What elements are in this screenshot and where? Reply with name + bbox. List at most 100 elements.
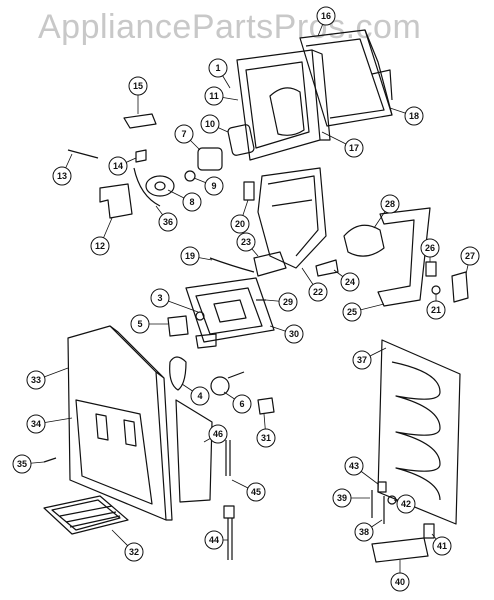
part-28-drawing	[343, 224, 385, 257]
callout-circle	[352, 350, 372, 370]
callout-circle	[278, 292, 298, 312]
callout-10: 10	[200, 114, 220, 134]
part-37-drawing	[377, 339, 461, 525]
callout-33: 33	[26, 370, 46, 390]
callout-28: 28	[380, 194, 400, 214]
callout-label: 24	[345, 277, 355, 287]
callout-circle	[208, 424, 228, 444]
callout-label: 4	[197, 391, 202, 401]
callout-circle	[128, 76, 148, 96]
callout-label: 40	[395, 577, 405, 587]
part-14-drawing	[135, 149, 147, 163]
callout-label: 9	[211, 181, 216, 191]
callout-label: 20	[235, 219, 245, 229]
callout-label: 41	[437, 541, 447, 551]
part-30-drawing	[185, 277, 275, 343]
callout-label: 42	[401, 499, 411, 509]
callout-41: 41	[432, 536, 452, 556]
callout-circle	[420, 238, 440, 258]
part-31-drawing	[257, 397, 275, 415]
callout-6: 6	[232, 394, 252, 414]
part-26-drawing	[425, 261, 437, 277]
callout-label: 25	[347, 307, 357, 317]
callout-31: 31	[256, 428, 276, 448]
part-4-drawing	[169, 356, 187, 391]
callout-9: 9	[204, 176, 224, 196]
callout-1: 1	[208, 58, 228, 78]
part-9-drawing	[184, 170, 196, 182]
callout-label: 36	[163, 217, 173, 227]
callout-21: 21	[426, 300, 446, 320]
callout-label: 29	[283, 297, 293, 307]
callout-22: 22	[308, 282, 328, 302]
part-8-drawing	[145, 175, 175, 197]
callout-circle	[204, 86, 224, 106]
callout-34: 34	[26, 414, 46, 434]
callout-19: 19	[180, 246, 200, 266]
callout-24: 24	[340, 272, 360, 292]
callout-label: 31	[261, 433, 271, 443]
callout-17: 17	[344, 138, 364, 158]
callout-13: 13	[52, 166, 72, 186]
callout-26: 26	[420, 238, 440, 258]
callout-label: 7	[181, 129, 186, 139]
callout-16: 16	[316, 6, 336, 26]
callout-circle	[342, 302, 362, 322]
part-46-drawing	[175, 399, 213, 503]
callout-27: 27	[460, 246, 480, 266]
callout-36: 36	[158, 212, 178, 232]
callout-circle	[52, 166, 72, 186]
callout-circle	[308, 282, 328, 302]
callout-12: 12	[90, 236, 110, 256]
part-21-drawing	[431, 285, 441, 295]
callout-18: 18	[404, 106, 424, 126]
callout-label: 35	[17, 459, 27, 469]
part-43-drawing	[377, 481, 387, 493]
callout-circle	[432, 536, 452, 556]
callout-label: 16	[321, 11, 331, 21]
part-7-drawing	[197, 147, 223, 171]
callout-label: 37	[357, 355, 367, 365]
callout-label: 1	[215, 63, 220, 73]
callout-label: 19	[185, 251, 195, 261]
callout-label: 45	[251, 487, 261, 497]
part-19-drawing	[209, 257, 255, 273]
callout-circle	[396, 494, 416, 514]
part-5-drawing	[167, 315, 189, 337]
callout-45: 45	[246, 482, 266, 502]
callout-label: 23	[241, 237, 251, 247]
callout-35: 35	[12, 454, 32, 474]
callout-label: 38	[359, 527, 369, 537]
callout-7: 7	[174, 124, 194, 144]
callout-38: 38	[354, 522, 374, 542]
part-20-drawing	[243, 181, 255, 201]
callout-11: 11	[204, 86, 224, 106]
part-27-drawing	[451, 271, 469, 303]
callout-circle	[404, 106, 424, 126]
callout-40: 40	[390, 572, 410, 592]
callout-circle	[174, 124, 194, 144]
callout-3: 3	[150, 288, 170, 308]
callout-circle	[344, 456, 364, 476]
callout-label: 32	[129, 547, 139, 557]
callout-5: 5	[130, 314, 150, 334]
callout-42: 42	[396, 494, 416, 514]
callout-37: 37	[352, 350, 372, 370]
callout-circle	[256, 428, 276, 448]
callout-circle	[204, 176, 224, 196]
callout-label: 30	[289, 329, 299, 339]
callout-circle	[182, 192, 202, 212]
callout-circle	[26, 370, 46, 390]
callout-label: 46	[213, 429, 223, 439]
callout-circle	[180, 246, 200, 266]
callout-46: 46	[208, 424, 228, 444]
callout-29: 29	[278, 292, 298, 312]
callout-circle	[230, 214, 250, 234]
part-33-drawing	[67, 325, 173, 521]
callout-circle	[204, 530, 224, 550]
callout-8: 8	[182, 192, 202, 212]
callout-circle	[236, 232, 256, 252]
callout-label: 5	[137, 319, 142, 329]
part-10-drawing	[227, 124, 255, 156]
part-25-drawing	[377, 207, 431, 307]
